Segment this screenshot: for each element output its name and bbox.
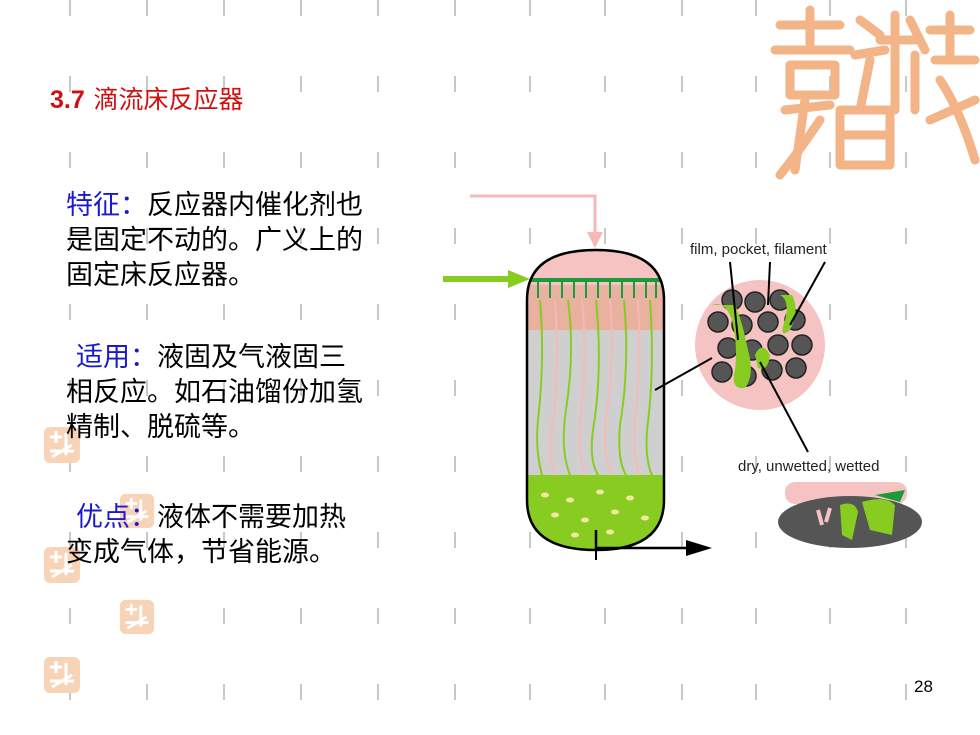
stamp-icon: [44, 547, 80, 583]
stamp-icon: [119, 493, 155, 529]
applications-line-1: 液固及气液固三: [157, 342, 346, 373]
liquid-inlet-arrow: [508, 270, 530, 288]
gas-inlet-arrow: [587, 232, 603, 248]
paragraph-advantages: 优点：液体不需要加热 变成气体，节省能源。: [66, 500, 436, 570]
title-number: 3.7: [50, 86, 85, 114]
gas-inlet-pipe: [470, 194, 597, 236]
features-label: 特征：: [66, 190, 147, 221]
features-line-3: 固定床反应器。: [66, 260, 255, 291]
advantages-line-2: 变成气体，节省能源。: [66, 537, 336, 568]
stamp-icon: [44, 427, 80, 463]
stamp-icon: [119, 599, 155, 635]
page-number: 28: [914, 677, 933, 696]
applications-line-2: 相反应。如石油馏份加氢: [66, 377, 363, 408]
applications-label: 适用：: [76, 342, 157, 373]
title-text: 滴流床反应器: [93, 85, 244, 114]
advantages-label: 优点：: [76, 502, 157, 533]
slide-title: 3.7 滴流床反应器: [50, 80, 244, 116]
top-label: film, pocket, filament: [690, 241, 828, 258]
bottom-label: dry, unwetted, wetted: [738, 458, 879, 475]
advantages-line-1: 液体不需要加热: [157, 502, 346, 533]
outlet-arrow: [686, 540, 712, 556]
features-line-1: 反应器内催化剂也: [147, 190, 363, 221]
reactor-vessel: [525, 248, 666, 552]
features-line-2: 是固定不动的。广义上的: [66, 225, 363, 256]
paragraph-features: 特征：反应器内催化剂也 是固定不动的。广义上的 固定床反应器。: [66, 188, 436, 293]
calligraphy-logo: [770, 5, 980, 180]
applications-line-3: 精制、脱硫等。: [66, 412, 255, 443]
paragraph-applications: 适用：液固及气液固三 相反应。如石油馏份加氢 精制、脱硫等。: [66, 340, 436, 445]
stamp-icon: [44, 657, 80, 693]
trickle-bed-diagram: film, pocket, filament dry, unwetted, we…: [443, 194, 922, 560]
